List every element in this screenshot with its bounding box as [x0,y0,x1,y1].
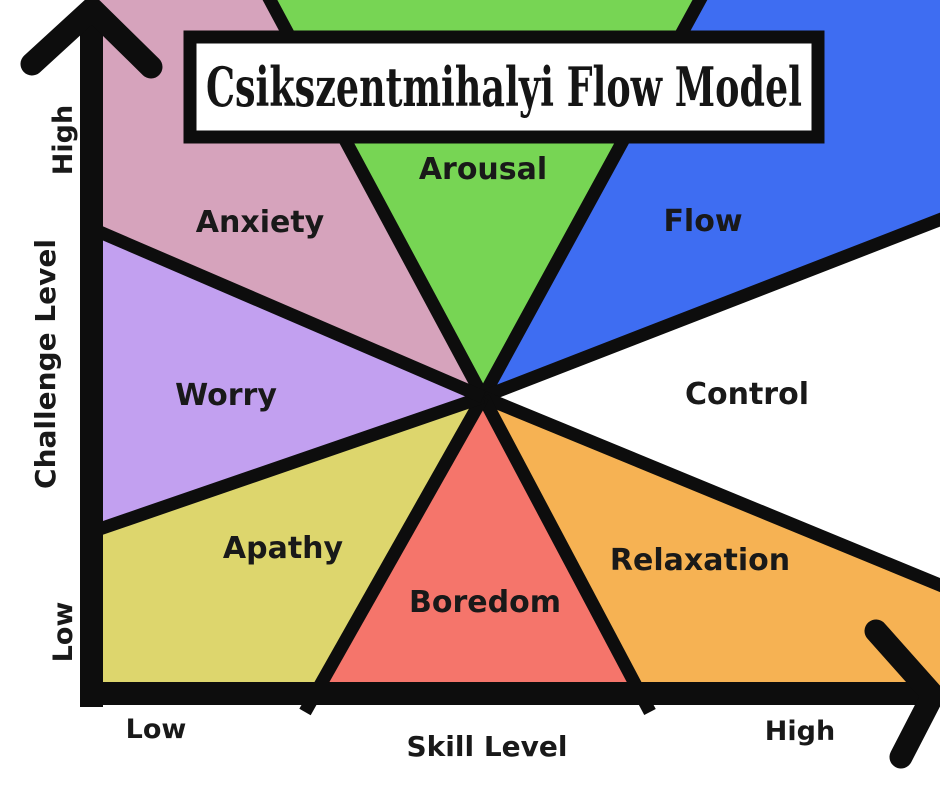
x-axis-line [80,682,933,705]
region-relaxation [483,397,940,705]
y-axis-low-label: Low [48,602,79,663]
arousal-label: Arousal [419,152,547,187]
boundary-flow-control [480,212,940,404]
y-axis-title: Challenge Level [29,239,62,489]
x-axis-high-label: High [765,716,835,747]
axes [20,0,940,769]
title-box [183,30,825,144]
boundary-relaxation-boredom [477,393,656,716]
x-axis-arrow-icon [864,619,940,769]
flow-label: Flow [663,204,742,239]
region-apathy [95,397,483,705]
region-worry [95,229,483,531]
boundary-control-relaxation [480,390,940,593]
boundary-worry-anxiety [85,221,486,403]
x-axis-title: Skill Level [407,730,568,763]
region-boredom [307,397,645,705]
control-label: Control [685,377,809,412]
region-labels: Anxiety Arousal Flow Control Relaxation … [175,152,809,620]
region-flow [483,0,940,397]
y-axis-arrow-icon [20,0,163,79]
region-control [483,220,940,585]
y-axis-high-label: High [48,105,79,175]
boundary-apathy-worry [85,390,486,540]
boredom-label: Boredom [409,585,561,620]
relaxation-label: Relaxation [610,543,790,578]
x-axis-low-label: Low [126,714,187,745]
worry-label: Worry [175,378,277,413]
axis-labels: High Challenge Level Low Low Skill Level… [29,105,835,763]
boundary-boredom-apathy [299,393,489,716]
y-axis-line [80,12,103,707]
anxiety-label: Anxiety [196,205,325,240]
page-title: Csikszentmihalyi Flow Model [206,55,802,119]
apathy-label: Apathy [223,531,344,566]
